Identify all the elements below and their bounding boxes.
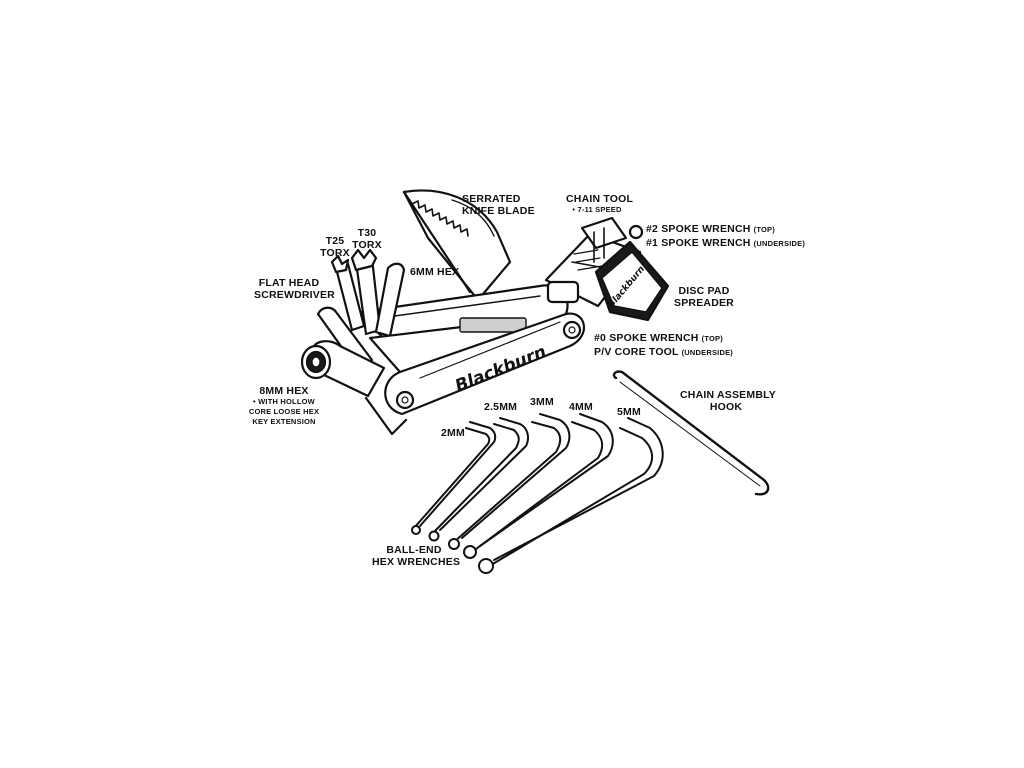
hex-wrench-3mm <box>448 413 571 550</box>
multitool-middle-body <box>368 317 532 374</box>
label-spoke-wrench-0: #0 SPOKE WRENCH (TOP) <box>594 332 723 344</box>
hex-wrench-5mm <box>478 417 664 574</box>
chain-assembly-hook <box>612 370 770 496</box>
label-spoke-wrench-1: #1 SPOKE WRENCH (UNDERSIDE) <box>646 237 806 249</box>
label-5mm: 5MM <box>617 406 641 418</box>
label-3mm: 3MM <box>530 396 554 408</box>
hex-wrench-2mm <box>411 421 497 535</box>
label-ball-end-hex-wrenches: BALL-END HEX WRENCHES <box>372 544 461 568</box>
chain-tool <box>544 216 642 308</box>
label-6mm-hex: 6MM HEX <box>410 266 460 278</box>
label-pv-core-tool: P/V CORE TOOL (UNDERSIDE) <box>594 346 733 358</box>
hex-6mm-bit <box>374 262 406 338</box>
label-t25-torx: T25 TORX <box>320 235 350 259</box>
label-disc-pad-spreader: DISC PAD SPREADER <box>674 285 734 309</box>
hex-8mm-barrel <box>300 340 386 398</box>
label-t30-torx: T30 TORX <box>352 227 382 251</box>
label-4mm: 4MM <box>569 401 593 413</box>
disc-pad-spreader <box>594 224 670 322</box>
label-serrated-knife-blade: SERRATED KNIFE BLADE <box>462 193 535 217</box>
label-chain-assembly-hook: CHAIN ASSEMBLY HOOK <box>680 389 776 413</box>
ball-end-hex-wrenches <box>411 413 664 574</box>
hex-wrench-2.5mm <box>428 417 529 542</box>
serrated-knife-blade <box>402 189 512 302</box>
label-2mm: 2MM <box>441 427 465 439</box>
label-chain-tool: CHAIN TOOL • 7-11 SPEED <box>566 193 634 214</box>
multitool-front-plate <box>364 312 586 436</box>
label-2.5mm: 2.5MM <box>484 401 518 413</box>
label-8mm-hex: 8MM HEX • WITH HOLLOW CORE LOOSE HEX KEY… <box>248 385 320 426</box>
label-spoke-wrench-2: #2 SPOKE WRENCH (TOP) <box>646 223 775 235</box>
hex-wrench-4mm <box>463 413 614 559</box>
label-flat-head-screwdriver: FLAT HEAD SCREWDRIVER <box>254 277 335 301</box>
